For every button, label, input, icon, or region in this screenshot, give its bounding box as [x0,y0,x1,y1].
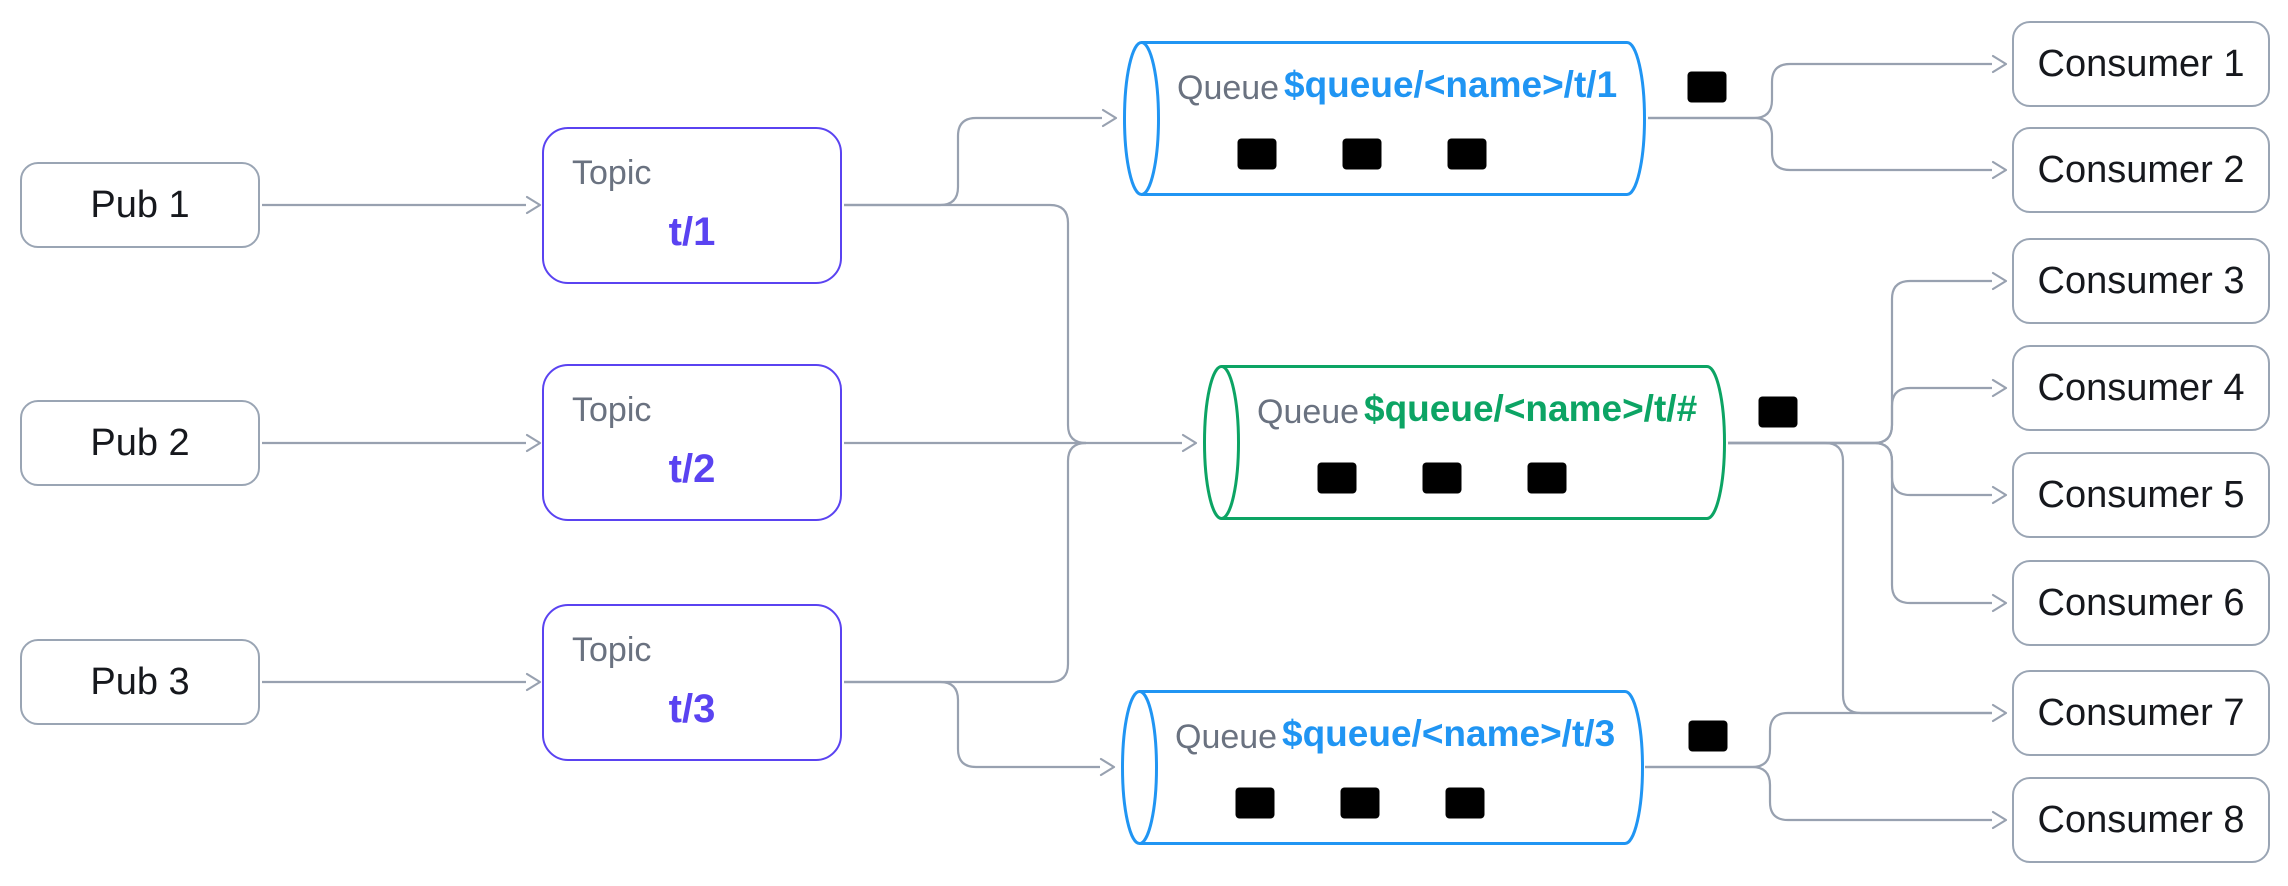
arrowhead-consumer7 [1991,703,2008,723]
edge-topic1-queue2 [844,203,1087,445]
edge-queue3-consumer8 [1645,765,1992,822]
arrowhead-consumer8 [1991,810,2008,830]
consumer-label: Consumer 2 [2037,148,2245,191]
arrowhead-topic3 [525,672,542,692]
arrowhead-consumer4 [1991,378,2008,398]
queue-type-label: Queue [1175,718,1278,756]
consumer-node-5: Consumer 5 [2012,452,2270,538]
edge-queue2-consumer6 [1728,441,1992,605]
message-icon [1420,460,1464,496]
queue-node-2: Queue $queue/<name>/t/# [1202,364,1744,521]
arrowhead-queue1 [1101,108,1118,128]
edge-queue1-consumer1 [1648,62,1992,120]
queue-cylinder [1203,365,1726,520]
topic-node-2: Topic t/2 [542,364,842,521]
publisher-label: Pub 3 [90,660,190,703]
message-icon [1338,785,1382,821]
publisher-label: Pub 2 [90,421,190,464]
consumer-label: Consumer 1 [2037,42,2245,85]
edge-queue2-consumer7 [1728,441,1992,715]
edge-queue2-consumer5 [1728,441,1992,497]
topic-node-1: Topic t/1 [542,127,842,284]
arrowhead-topic1 [525,195,542,215]
publisher-label: Pub 1 [90,183,190,226]
message-icon [1235,136,1279,172]
consumer-label: Consumer 4 [2037,366,2245,409]
delivered-message-icon-queue1 [1685,69,1729,105]
delivered-message-icon-queue2 [1756,394,1800,430]
topic-name: t/2 [668,447,716,491]
message-icon [1340,136,1384,172]
queued-messages [1235,136,1489,172]
edge-queue2-consumer4 [1728,386,1992,445]
topic-type-label: Topic [572,631,652,669]
consumer-node-3: Consumer 3 [2012,238,2270,324]
queue-topic-filter: $queue/<name>/t/1 [1284,64,1618,105]
delivered-message-icon-queue3 [1686,718,1730,754]
consumer-label: Consumer 5 [2037,473,2245,516]
consumer-label: Consumer 7 [2037,691,2245,734]
consumer-node-8: Consumer 8 [2012,777,2270,863]
arrowhead-queue3 [1099,757,1116,777]
edge-queue1-consumer2 [1648,116,1992,172]
publisher-node-1: Pub 1 [20,162,260,248]
queue-cylinder [1123,41,1646,196]
publisher-node-3: Pub 3 [20,639,260,725]
consumer-label: Consumer 8 [2037,798,2245,841]
edge-topic1-queue1 [844,116,1102,207]
arrowhead-queue2 [1181,433,1198,453]
consumer-node-1: Consumer 1 [2012,21,2270,107]
arrowhead-consumer3 [1991,271,2008,291]
consumer-node-2: Consumer 2 [2012,127,2270,213]
topic-type-label: Topic [572,154,652,192]
queue-topic-filter: $queue/<name>/t/# [1364,388,1698,429]
topic-type-label: Topic [572,391,652,429]
consumer-node-6: Consumer 6 [2012,560,2270,646]
edge-queue3-consumer7 [1645,711,1992,769]
consumer-node-7: Consumer 7 [2012,670,2270,756]
queue-node-1: Queue $queue/<name>/t/1 [1122,40,1664,197]
queue-type-label: Queue [1177,69,1280,107]
queue-node-3: Queue $queue/<name>/t/3 [1120,689,1662,846]
arrowhead-consumer6 [1991,593,2008,613]
message-icon [1315,460,1359,496]
edge-topic3-queue3 [844,680,1100,769]
message-icon [1525,460,1569,496]
edge-topic3-queue2 [844,441,1087,684]
arrowhead-consumer5 [1991,485,2008,505]
topic-node-3: Topic t/3 [542,604,842,761]
arrowhead-topic2 [525,433,542,453]
message-icon [1233,785,1277,821]
queue-cylinder [1121,690,1644,845]
consumer-node-4: Consumer 4 [2012,345,2270,431]
consumer-label: Consumer 6 [2037,581,2245,624]
queued-messages [1233,785,1487,821]
queue-topic-filter: $queue/<name>/t/3 [1282,713,1616,754]
topic-name: t/1 [668,210,716,254]
queue-type-label: Queue [1257,393,1360,431]
consumer-label: Consumer 3 [2037,259,2245,302]
message-icon [1445,136,1489,172]
message-icon [1443,785,1487,821]
publisher-node-2: Pub 2 [20,400,260,486]
queued-messages [1315,460,1569,496]
topic-name: t/3 [668,687,716,731]
arrowhead-consumer2 [1991,160,2008,180]
arrowhead-consumer1 [1991,54,2008,74]
